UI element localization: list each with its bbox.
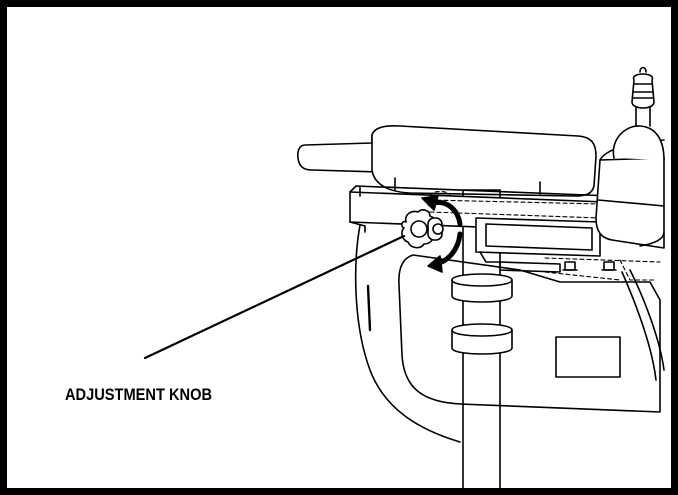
armrest-pad-top	[371, 125, 597, 197]
post-clamp-lower	[451, 323, 513, 355]
armrest-illustration	[143, 66, 665, 488]
seat-label-plate	[555, 336, 621, 378]
armrest-cable	[354, 224, 461, 443]
controller-cable	[629, 269, 665, 371]
seat-cushion-panel	[398, 254, 661, 413]
adjustment-knob	[401, 209, 444, 249]
post-clamp-upper	[451, 273, 513, 303]
adjustment-knob-label: ADJUSTMENT KNOB	[65, 385, 213, 404]
joystick-boot	[612, 125, 665, 161]
lock-nuts	[562, 261, 617, 271]
joystick-grip	[631, 73, 655, 109]
callout-leader-line	[143, 234, 406, 360]
